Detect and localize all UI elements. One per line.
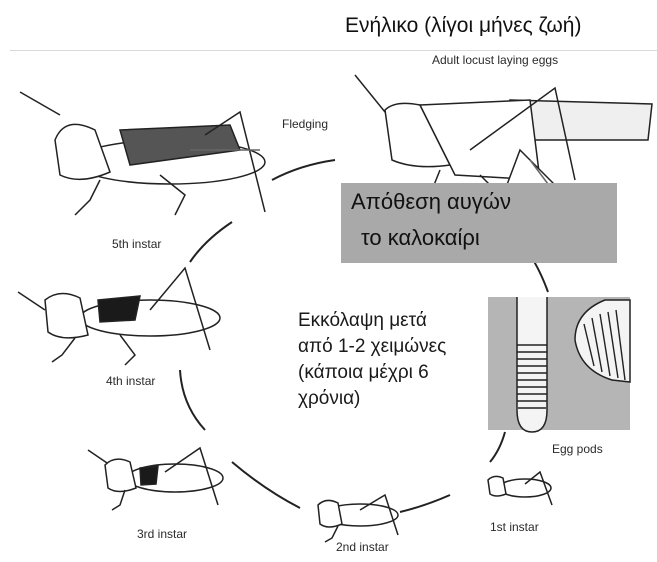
label-fledging: Fledging <box>282 117 328 131</box>
locust-3rd-instar <box>88 448 223 510</box>
label-3rd-instar: 3rd instar <box>137 527 187 541</box>
hatching-line-4: χρόνια) <box>298 386 478 412</box>
label-2nd-instar: 2nd instar <box>336 540 389 554</box>
egg-laying-line-2: το καλοκαίρι <box>361 225 480 251</box>
arc-3rd-to-2nd <box>232 462 300 508</box>
locust-1st-instar <box>488 472 552 505</box>
hatching-line-2: από 1-2 χειμώνες <box>298 334 478 360</box>
label-adult: Adult locust laying eggs <box>432 53 558 67</box>
egg-laying-box: Απόθεση αυγών το καλοκαίρι <box>341 183 617 263</box>
label-1st-instar: 1st instar <box>490 520 539 534</box>
locust-5th-instar <box>20 92 265 215</box>
arc-4th-to-3rd <box>180 370 205 430</box>
label-5th-instar: 5th instar <box>112 237 161 251</box>
label-4th-instar: 4th instar <box>106 374 155 388</box>
arc-2nd-to-1st <box>400 495 450 512</box>
hatching-text: Εκκόλαψη μετά από 1-2 χειμώνες (κάποια μ… <box>298 308 478 412</box>
egg-pods-panel <box>488 297 630 432</box>
arc-eggpod-to-1st <box>490 432 505 462</box>
locust-2nd-instar <box>318 495 398 542</box>
hatching-line-3: (κάποια μέχρι 6 <box>298 360 478 386</box>
arc-5th-to-4th <box>190 222 232 262</box>
egg-pod-left <box>517 297 547 432</box>
arc-5th-to-adult <box>272 160 335 180</box>
hatching-line-1: Εκκόλαψη μετά <box>298 308 478 334</box>
label-egg-pods: Egg pods <box>552 442 603 456</box>
locust-4th-instar <box>18 268 220 365</box>
egg-laying-line-1: Απόθεση αυγών <box>351 189 511 215</box>
